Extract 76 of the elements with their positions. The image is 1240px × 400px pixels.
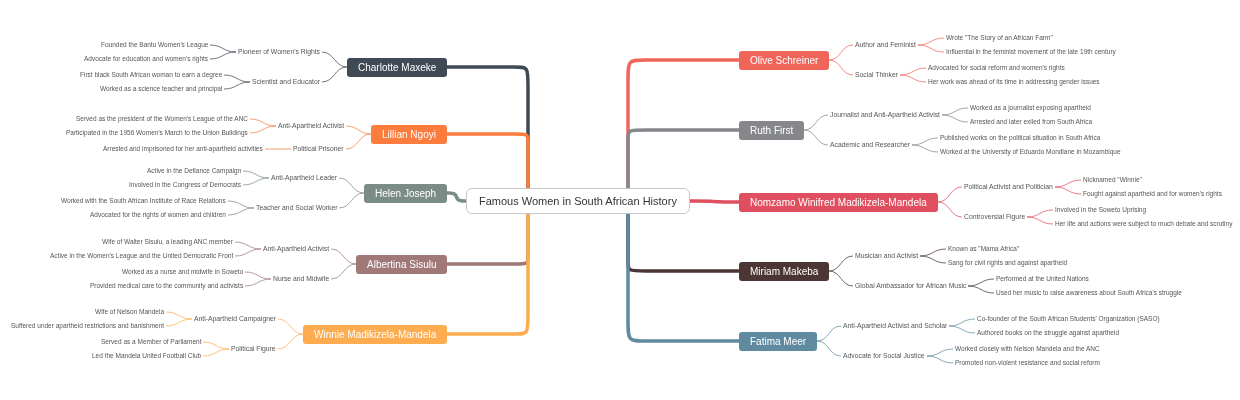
branch-line (223, 81, 251, 90)
branch-line (917, 44, 945, 53)
topic-box: Olive Schreiner (739, 50, 830, 70)
topic-box: Charlotte Maxeke (347, 57, 448, 77)
branch-line (1054, 179, 1082, 188)
branch-line (202, 341, 230, 350)
branch-line (803, 129, 829, 146)
branch-line (242, 177, 270, 186)
branch-line (234, 241, 262, 250)
main-branch-line (626, 128, 739, 188)
branch-line (234, 248, 262, 257)
branch-line (816, 340, 842, 357)
branch-line (917, 37, 945, 46)
branch-line (345, 133, 372, 150)
main-branch-line (447, 132, 530, 188)
branch-line (202, 348, 230, 357)
branch-line (816, 325, 842, 342)
branch-line (1054, 186, 1082, 195)
branch-line (209, 51, 237, 60)
main-branch-line (447, 214, 530, 336)
main-branch-line (690, 199, 739, 204)
branch-line (345, 125, 372, 135)
branch-line (244, 278, 272, 287)
branch-line (209, 44, 237, 53)
branch-line (899, 74, 927, 83)
branch-line (967, 285, 995, 294)
branch-line (926, 348, 954, 357)
branch-line (227, 207, 255, 216)
branch-line (244, 271, 272, 280)
branch-line (967, 278, 995, 287)
branch-line (264, 148, 292, 150)
branch-line (165, 311, 193, 320)
branch-line (330, 263, 357, 280)
branch-line (330, 248, 357, 265)
branch-line (338, 192, 365, 209)
branch-line (919, 255, 947, 264)
branch-line (948, 325, 976, 334)
branch-line (227, 200, 255, 209)
topic-box: Lillian Ngoyi (371, 124, 447, 144)
branch-line (899, 67, 927, 76)
topic-box: Miriam Makeba (739, 261, 830, 281)
branch-line (223, 74, 251, 83)
branch-line (937, 201, 963, 218)
topic-box: Albertina Sisulu (356, 254, 448, 274)
topic-box: Nomzamo Winifred Madikizela-Mandela (739, 192, 938, 212)
branch-line (1026, 216, 1054, 225)
main-branch-line (446, 191, 467, 203)
central-topic-box: Famous Women in South African History (466, 188, 690, 214)
topic-box: Winnie Madikizela-Mandela (303, 324, 448, 344)
branch-line (948, 318, 976, 327)
topic-box: Fatima Meer (739, 331, 818, 351)
branch-line (165, 318, 193, 327)
branch-line (277, 318, 304, 335)
branch-line (242, 170, 270, 179)
branch-line (919, 248, 947, 257)
branch-line (321, 66, 348, 83)
branch-line (941, 107, 969, 116)
branch-line (828, 270, 854, 287)
branch-line (321, 51, 348, 68)
branch-line (803, 114, 829, 131)
branch-line (249, 118, 277, 127)
branch-line (249, 125, 277, 134)
topic-box: Helen Joseph (364, 183, 448, 203)
branch-line (828, 255, 854, 272)
branch-line (911, 137, 939, 146)
branch-line (338, 177, 365, 194)
branch-line (926, 355, 954, 364)
branch-line (937, 186, 963, 203)
branch-line (941, 114, 969, 123)
branch-line (277, 333, 304, 350)
branch-line (911, 144, 939, 153)
main-branch-line (626, 214, 739, 343)
branch-line (1026, 209, 1054, 218)
branch-line (828, 44, 854, 61)
topic-box: Ruth First (739, 120, 805, 140)
branch-line (828, 59, 854, 76)
